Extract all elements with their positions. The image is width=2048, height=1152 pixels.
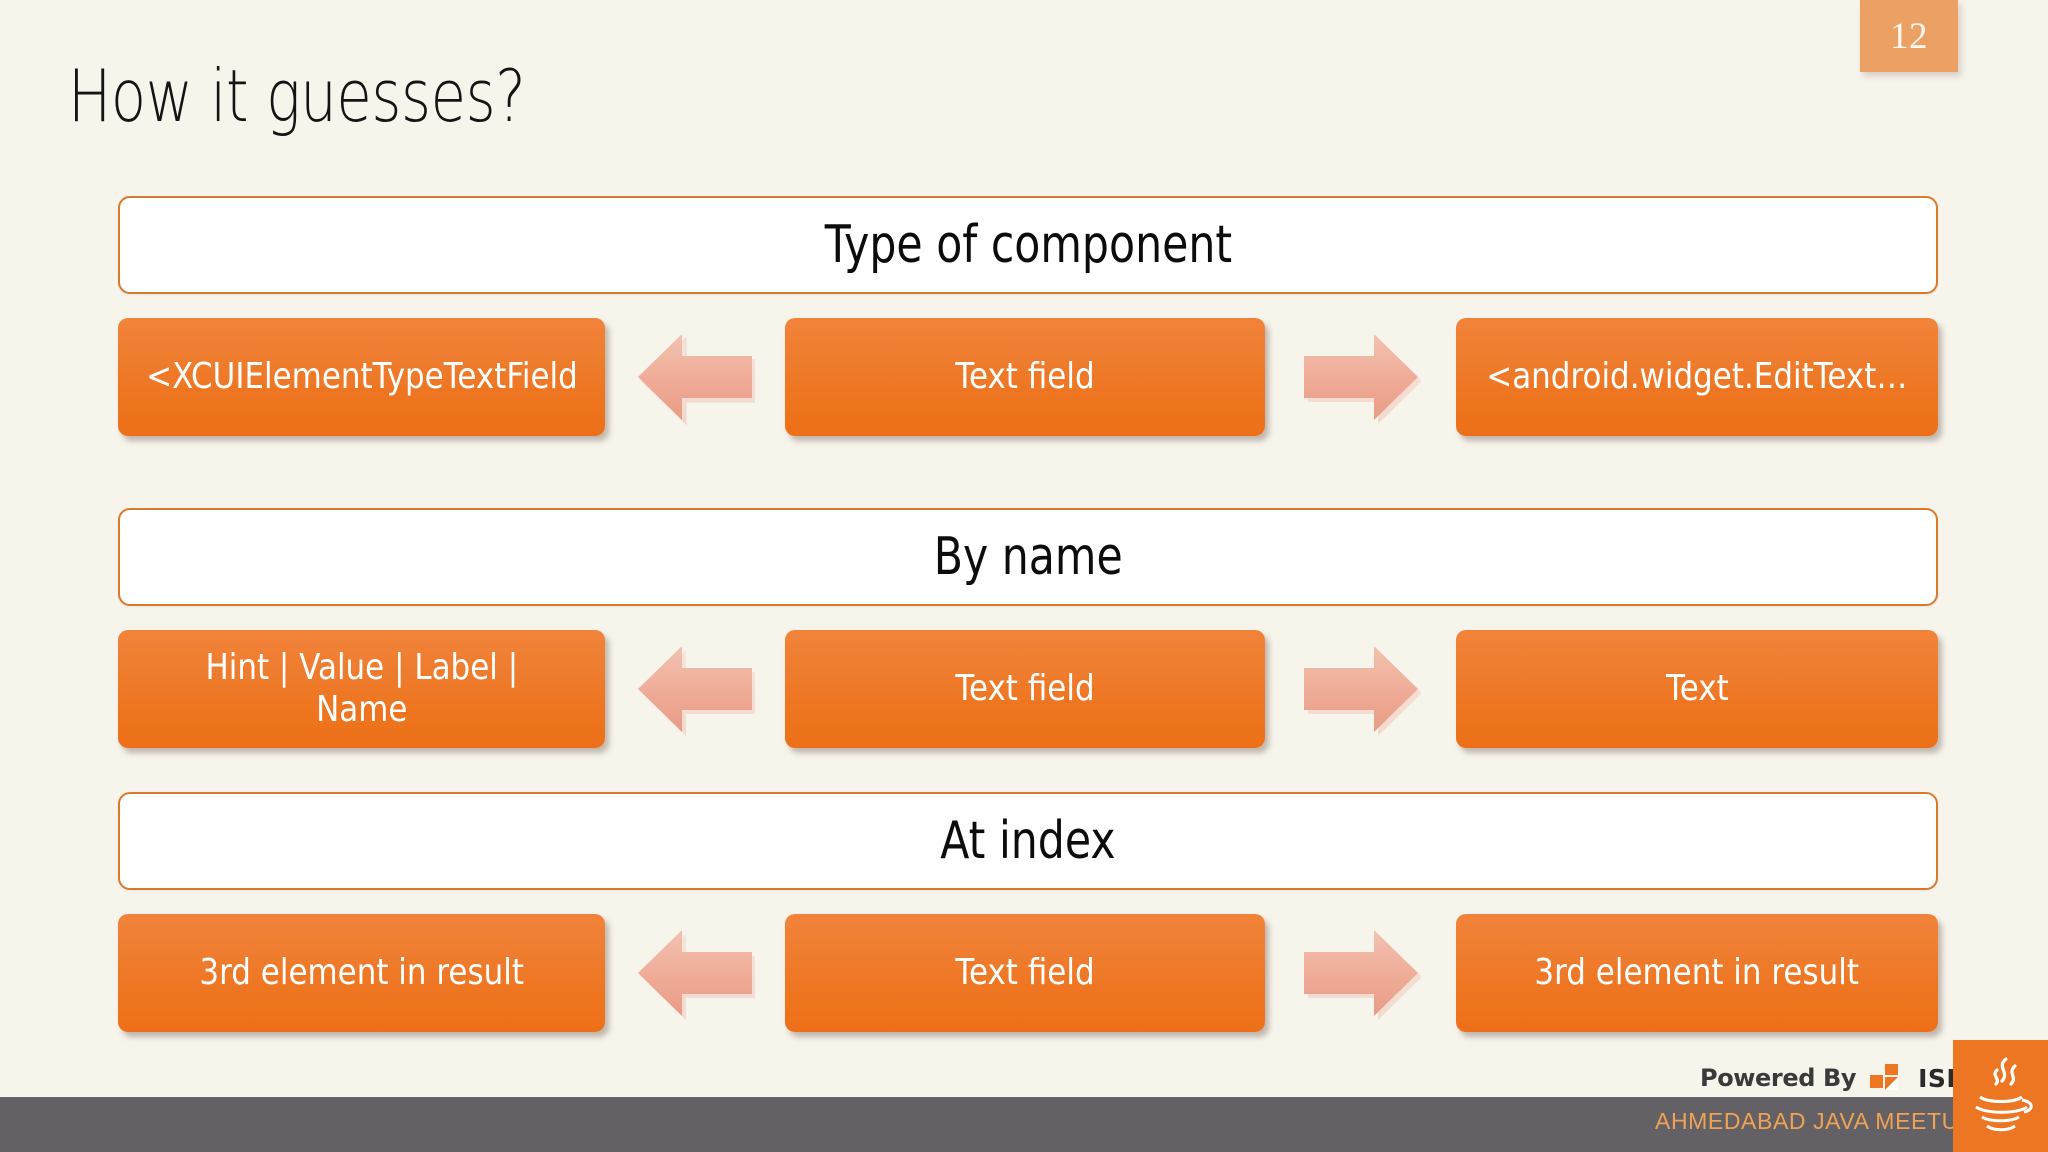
group-header-label: By name xyxy=(933,527,1123,587)
powered-by-block: Powered By ISHI xyxy=(1700,1060,1978,1096)
ios-result-box[interactable]: <XCUIElementTypeTextField xyxy=(118,318,605,436)
group-row: <XCUIElementTypeTextField Text xyxy=(118,318,1938,436)
java-coffee-cup-icon xyxy=(1974,1057,2033,1132)
ios-result-label: 3rd element in result xyxy=(199,951,524,993)
page-number-badge: 12 xyxy=(1860,0,1958,72)
component-label: Text field xyxy=(955,667,1095,709)
meetup-label: AHMEDABAD JAVA MEETUP xyxy=(1655,1108,1975,1134)
right-arrow-slot xyxy=(1265,328,1456,426)
arrow-right-icon xyxy=(1303,334,1421,424)
arrow-left-icon xyxy=(638,646,755,736)
group-by-name: By name Hint | Value | Label | Name Text… xyxy=(118,508,1938,748)
android-result-box[interactable]: Text xyxy=(1456,630,1938,748)
group-at-index: At index 3rd element in result Text fiel… xyxy=(118,792,1938,1032)
java-logo-badge xyxy=(1953,1040,2048,1152)
ishi-blocks-icon xyxy=(1870,1064,1899,1090)
group-header-box: By name xyxy=(118,508,1938,606)
android-result-label: <android.widget.EditText… xyxy=(1486,355,1908,397)
group-header-box: At index xyxy=(118,792,1938,890)
group-row: 3rd element in result Text field 3rd ele… xyxy=(118,914,1938,1032)
left-arrow-slot xyxy=(605,924,785,1022)
arrow-right-icon xyxy=(1303,646,1421,736)
page-title: How it guesses? xyxy=(68,54,526,138)
component-label: Text field xyxy=(955,951,1095,993)
arrow-right-icon xyxy=(1303,930,1421,1020)
component-label: Text field xyxy=(955,355,1095,397)
group-header-box: Type of component xyxy=(118,196,1938,294)
left-arrow-slot xyxy=(605,328,785,426)
ios-result-label: Hint | Value | Label | Name xyxy=(205,646,518,730)
ios-result-label: <XCUIElementTypeTextField xyxy=(145,355,578,397)
ios-result-box[interactable]: Hint | Value | Label | Name xyxy=(118,630,605,748)
arrow-left-icon xyxy=(638,334,755,426)
group-header-label: At index xyxy=(940,811,1116,871)
left-arrow-slot xyxy=(605,640,785,738)
group-row: Hint | Value | Label | Name Text field T… xyxy=(118,630,1938,748)
page-number-text: 12 xyxy=(1890,15,1928,57)
group-header-label: Type of component xyxy=(824,215,1232,275)
footer-bar xyxy=(0,1097,2048,1152)
ios-result-box[interactable]: 3rd element in result xyxy=(118,914,605,1032)
android-result-label: 3rd element in result xyxy=(1534,951,1860,993)
right-arrow-slot xyxy=(1265,924,1456,1022)
component-box[interactable]: Text field xyxy=(785,630,1265,748)
android-result-box[interactable]: <android.widget.EditText… xyxy=(1456,318,1938,436)
right-arrow-slot xyxy=(1265,640,1456,738)
android-result-label: Text xyxy=(1665,667,1729,709)
powered-by-label: Powered By xyxy=(1700,1064,1857,1092)
group-type-of-component: Type of component <XCUIElementTypeTextFi… xyxy=(118,196,1938,436)
android-result-box[interactable]: 3rd element in result xyxy=(1456,914,1938,1032)
component-box[interactable]: Text field xyxy=(785,914,1265,1032)
component-box[interactable]: Text field xyxy=(785,318,1265,436)
arrow-left-icon xyxy=(638,930,755,1020)
